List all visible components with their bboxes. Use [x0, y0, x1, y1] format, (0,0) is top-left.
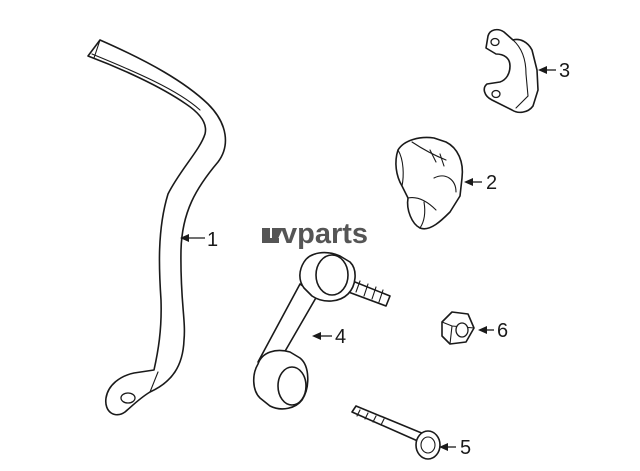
- callout-3: 3: [559, 60, 570, 82]
- leader-4: [312, 332, 332, 340]
- bracket[interactable]: [483, 28, 539, 114]
- bushing[interactable]: [395, 136, 464, 230]
- callout-2: 2: [486, 172, 497, 194]
- callout-4: 4: [335, 326, 346, 348]
- watermark-text: vparts: [281, 218, 368, 250]
- leader-1: [180, 234, 205, 242]
- stabilizer-bar[interactable]: [87, 39, 227, 416]
- lv-monogram-icon: [262, 228, 283, 243]
- leader-6: [478, 326, 494, 334]
- stabilizer-link[interactable]: [252, 251, 391, 410]
- callout-6: 6: [497, 320, 508, 342]
- watermark: vparts: [262, 218, 368, 250]
- bolt[interactable]: [351, 405, 441, 460]
- callout-5: 5: [460, 437, 471, 459]
- nut[interactable]: [441, 311, 475, 345]
- leader-5: [439, 443, 456, 451]
- callout-1: 1: [207, 229, 218, 251]
- leader-2: [464, 178, 482, 186]
- leader-3: [538, 66, 556, 74]
